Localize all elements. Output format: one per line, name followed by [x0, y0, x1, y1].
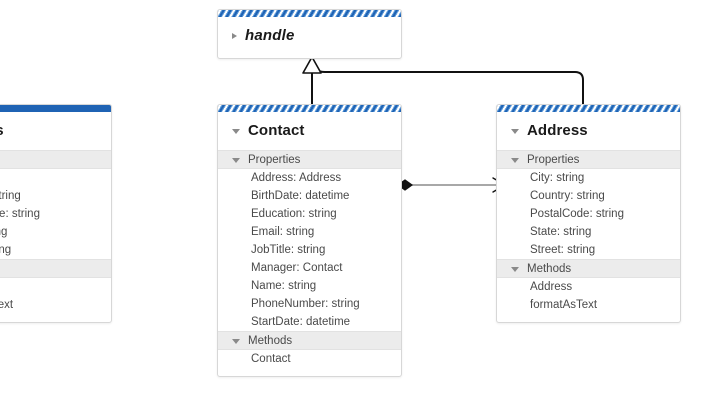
property-row[interactable]: JobTitle: string: [251, 244, 326, 256]
class-box-handle[interactable]: handle: [217, 9, 402, 59]
chevron-down-icon[interactable]: [232, 158, 240, 163]
class-title: handle: [245, 27, 295, 44]
property-row[interactable]: PhoneNumber: string: [251, 298, 360, 310]
property-row[interactable]: State: string: [0, 226, 8, 238]
property-row[interactable]: Name: string: [251, 280, 317, 292]
class-title: Address: [0, 122, 4, 139]
section-header-methods[interactable]: Methods: [0, 259, 111, 278]
chevron-down-icon[interactable]: [511, 129, 519, 134]
method-row[interactable]: Address: [530, 281, 573, 293]
class-box-address[interactable]: Address Properties City: string Country:…: [496, 104, 681, 323]
class-header-bar: [218, 10, 401, 17]
class-title-row[interactable]: Contact: [218, 112, 401, 150]
chevron-down-icon[interactable]: [511, 158, 519, 163]
class-title: Contact: [248, 122, 305, 139]
class-box-contact[interactable]: Contact Properties Address: Address Birt…: [217, 104, 402, 377]
box-bottom-padding: [218, 368, 401, 376]
class-header-bar: [218, 105, 401, 112]
generalization-address-handle: [312, 63, 584, 107]
chevron-down-icon[interactable]: [511, 267, 519, 272]
class-title: Address: [527, 122, 588, 139]
class-header-bar: [497, 105, 680, 112]
section-header-methods[interactable]: Methods: [218, 331, 401, 350]
class-header-bar-selected: [0, 105, 111, 112]
method-row[interactable]: formatAsText: [0, 299, 14, 311]
section-label: Properties: [527, 153, 580, 166]
property-row[interactable]: Street: string: [0, 244, 12, 256]
chevron-down-icon[interactable]: [232, 339, 240, 344]
section-label: Methods: [248, 334, 293, 347]
property-row[interactable]: Street: string: [530, 244, 596, 256]
box-bottom-padding: [497, 314, 680, 322]
method-row[interactable]: Address: [0, 278, 111, 296]
class-title-row[interactable]: Address: [497, 112, 680, 150]
property-row[interactable]: PostalCode: string: [0, 208, 40, 220]
property-row[interactable]: Country: string: [530, 190, 605, 202]
property-row[interactable]: Email: string: [251, 226, 315, 238]
class-box-address-partial[interactable]: Address Properties City: string Country:…: [0, 104, 112, 323]
section-header-properties[interactable]: Properties: [497, 150, 680, 169]
property-row[interactable]: Country: string: [0, 190, 21, 202]
hollow-triangle-marker: [302, 56, 322, 74]
chevron-down-icon[interactable]: [232, 129, 240, 134]
property-row[interactable]: Manager: Contact: [251, 262, 343, 274]
section-header-methods[interactable]: Methods: [497, 259, 680, 278]
property-row[interactable]: City: string: [530, 172, 585, 184]
chevron-right-icon[interactable]: [232, 32, 237, 39]
property-row[interactable]: State: string: [530, 226, 592, 238]
section-label: Methods: [527, 262, 572, 275]
property-row[interactable]: Education: string: [251, 208, 337, 220]
property-row[interactable]: BirthDate: datetime: [251, 190, 350, 202]
section-label: Properties: [248, 153, 301, 166]
class-title-row[interactable]: Address: [0, 112, 111, 150]
section-header-properties[interactable]: Properties: [0, 150, 111, 169]
method-row[interactable]: Contact: [251, 353, 291, 365]
property-row[interactable]: Address: Address: [251, 172, 342, 184]
box-bottom-padding: [0, 314, 111, 322]
class-title-row[interactable]: handle: [218, 17, 401, 55]
property-row[interactable]: City: string: [0, 169, 111, 187]
property-row[interactable]: PostalCode: string: [530, 208, 624, 220]
method-row[interactable]: formatAsText: [530, 299, 598, 311]
property-row[interactable]: StartDate: datetime: [251, 316, 351, 328]
section-header-properties[interactable]: Properties: [218, 150, 401, 169]
